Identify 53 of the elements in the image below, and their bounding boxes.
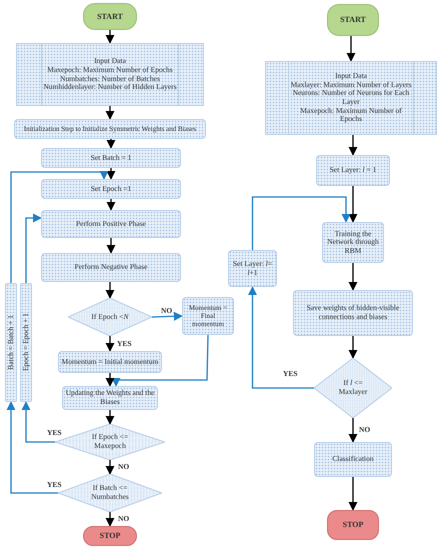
arrow xyxy=(348,336,358,359)
process-box xyxy=(228,250,277,287)
arrow xyxy=(10,170,109,283)
process-box xyxy=(14,119,206,139)
arrow xyxy=(111,334,209,387)
arrow xyxy=(21,401,55,443)
arrow xyxy=(105,106,115,120)
arrow xyxy=(348,135,358,156)
arrow xyxy=(348,186,358,223)
process-box xyxy=(41,210,181,238)
arrow xyxy=(25,213,42,283)
stop-terminal xyxy=(83,526,137,546)
process-box xyxy=(316,155,390,186)
process-box xyxy=(322,222,384,263)
arrow xyxy=(252,196,351,250)
arrow xyxy=(106,139,116,149)
process-box xyxy=(41,179,181,199)
input-data-box xyxy=(265,61,437,135)
process-box xyxy=(41,148,181,168)
start-terminal xyxy=(83,3,137,30)
decision-diamond xyxy=(68,298,152,336)
box-label: STOP xyxy=(98,531,122,541)
arrow xyxy=(105,30,115,44)
arrow xyxy=(106,168,116,180)
process-box xyxy=(41,253,181,282)
start-terminal xyxy=(327,4,379,36)
box-label: START xyxy=(96,12,124,22)
box-label: STOP xyxy=(342,520,364,530)
arrow xyxy=(6,401,58,494)
box-label: START xyxy=(339,15,367,25)
arrow xyxy=(105,410,115,425)
input-data-box xyxy=(16,43,204,106)
stop-terminal xyxy=(327,510,379,540)
arrow xyxy=(105,373,115,387)
decision-diamond xyxy=(314,358,392,418)
process-box xyxy=(293,290,413,336)
arrow xyxy=(348,477,358,511)
arrow xyxy=(348,418,358,443)
arrow xyxy=(105,512,115,527)
process-box xyxy=(182,297,234,335)
arrow xyxy=(346,36,356,62)
arrow xyxy=(105,336,115,352)
arrow xyxy=(106,238,116,254)
arrow xyxy=(248,286,314,389)
arrow xyxy=(106,199,116,211)
process-box xyxy=(20,283,32,402)
process-box xyxy=(58,351,162,373)
process-box xyxy=(5,283,17,402)
arrow xyxy=(105,460,115,475)
arrow xyxy=(348,263,358,291)
arrow xyxy=(152,312,183,321)
arrow xyxy=(105,282,115,299)
process-box xyxy=(314,442,392,477)
